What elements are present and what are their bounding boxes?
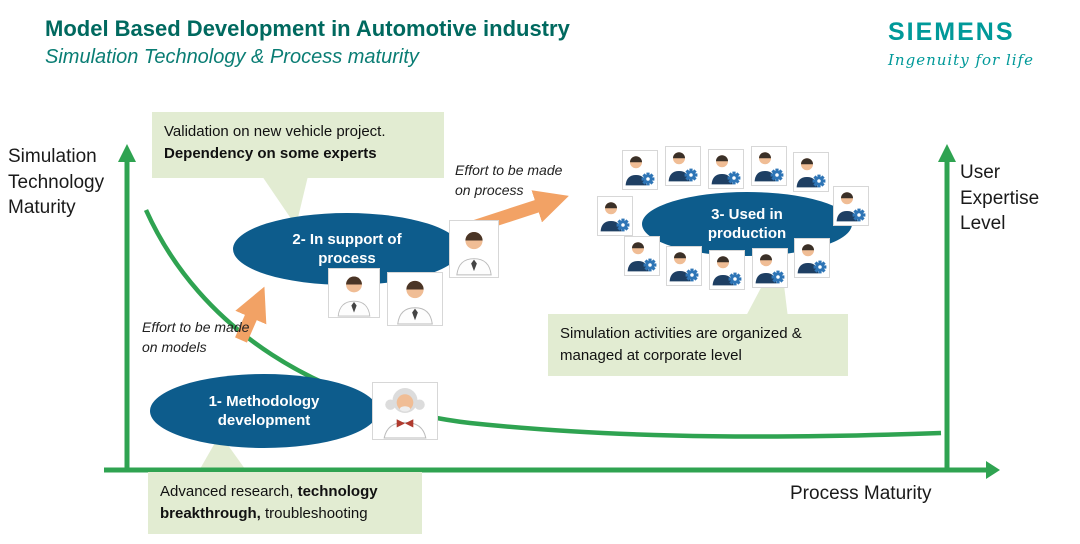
professor-icon [377, 387, 433, 439]
callout-research-pre: Advanced research, [160, 483, 298, 500]
user-gear-icon [795, 155, 827, 191]
scientist-icon-card [328, 268, 380, 318]
x-axis-label: Process Maturity [790, 483, 932, 504]
user-icon-card [622, 150, 658, 190]
y-axis-right-label: User Expertise Level [960, 162, 1040, 235]
y-axis-right-arrowhead [938, 144, 956, 162]
user-gear-icon [624, 153, 656, 189]
maturity-curve [143, 209, 942, 439]
scientist-icon-card [387, 272, 443, 326]
callout-tail-bottom [196, 434, 250, 476]
callout-corporate: Simulation activities are organized & ma… [548, 314, 848, 376]
scientist-icon [334, 273, 374, 317]
user-gear-icon [796, 241, 828, 277]
user-icon-card [794, 238, 830, 278]
callout-validation: Validation on new vehicle project. Depen… [152, 112, 444, 178]
scientist-icon [453, 227, 495, 277]
effort-arrow-models [235, 286, 267, 343]
effort-label-models: Effort to be made on models [142, 319, 250, 355]
x-axis-arrowhead [986, 461, 1000, 479]
callout-research: Advanced research, technology breakthrou… [148, 472, 422, 534]
user-icon-card [666, 246, 702, 286]
stage-label: 2- In support of process [292, 230, 402, 268]
user-icon-card [709, 250, 745, 290]
user-gear-icon [668, 249, 700, 285]
scientist-icon-card [449, 220, 499, 278]
user-icon-card [624, 236, 660, 276]
user-icon-card [597, 196, 633, 236]
user-gear-icon [711, 253, 743, 289]
user-gear-icon [710, 152, 742, 188]
user-gear-icon [667, 149, 699, 185]
slide-title: Model Based Development in Automotive in… [45, 16, 570, 41]
callout-validation-line2: Dependency on some experts [164, 144, 377, 162]
y-axis-left-arrowhead [118, 144, 136, 162]
callout-research-bold: technology breakthrough, [160, 483, 378, 522]
siemens-logo: SIEMENS [888, 18, 1015, 46]
callout-validation-line1: Validation on new vehicle project. [164, 123, 386, 140]
y-axis-left-label: Simulation Technology Maturity [8, 146, 105, 219]
brand-block: SIEMENS Ingenuity for life [888, 18, 1034, 69]
user-icon-card [665, 146, 701, 186]
callout-tail-top [262, 176, 308, 226]
user-gear-icon [835, 189, 867, 225]
effort-label-process: Effort to be made on process [455, 162, 563, 198]
callout-corporate-text: Simulation activities are organized & ma… [560, 325, 802, 364]
callout-research-post: troubleshooting [260, 504, 368, 522]
user-icon-card [751, 146, 787, 186]
scientist-icon [393, 277, 437, 325]
stage-label: 1- Methodology development [208, 392, 320, 430]
user-gear-icon [626, 239, 658, 275]
stage-ellipse-methodology: 1- Methodology development [150, 374, 378, 448]
slide-subtitle: Simulation Technology & Process maturity [45, 46, 419, 68]
brand-tagline: Ingenuity for life [888, 51, 1034, 69]
user-icon-card [752, 248, 788, 288]
user-icon-card [793, 152, 829, 192]
user-gear-icon [753, 149, 785, 185]
user-gear-icon [599, 199, 631, 235]
professor-icon-card [372, 382, 438, 440]
stage-ellipse-production: 3- Used in production [642, 192, 852, 256]
user-icon-card [833, 186, 869, 226]
user-gear-icon [754, 251, 786, 287]
user-icon-card [708, 149, 744, 189]
stage-label: 3- Used in production [707, 205, 787, 243]
